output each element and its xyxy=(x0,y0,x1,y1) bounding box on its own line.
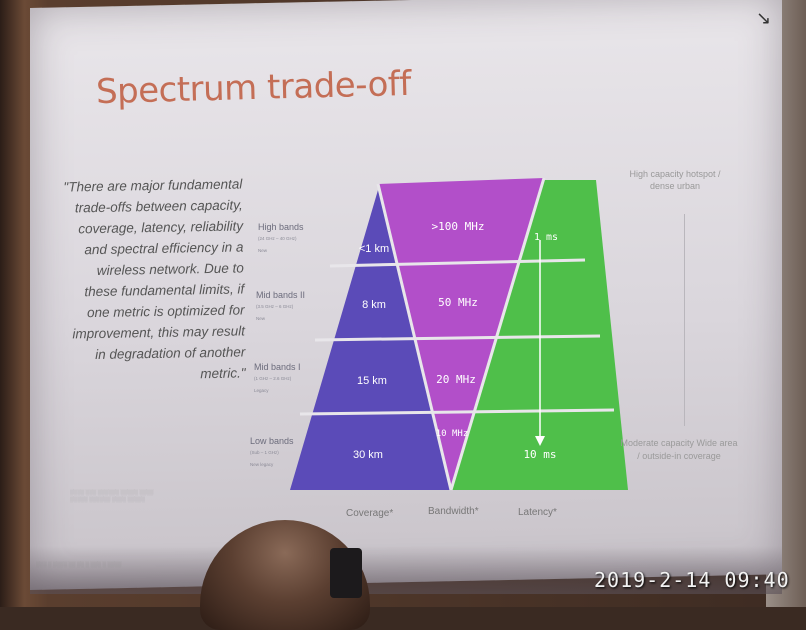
band-range: (1 GHz – 2.6 GHz) xyxy=(254,376,292,381)
bandwidth-value: >100 MHz xyxy=(432,220,485,233)
coverage-value: <1 km xyxy=(359,243,389,255)
footer-note: ░░░ ░ ░░░░ ░░ ░░ ░ ░░░ ░ ░░░░ xyxy=(36,562,122,568)
band-tag: New xyxy=(256,316,266,321)
band-label-mid2: Mid bands II (3.5 GHz – 6 GHz) New xyxy=(256,290,305,324)
band-tag: New xyxy=(258,248,268,253)
bandwidth-value: 50 MHz xyxy=(438,296,478,309)
bandwidth-region xyxy=(378,178,544,490)
bandwidth-value: 20 MHz xyxy=(436,373,476,386)
band-name: Mid bands II xyxy=(256,290,306,300)
band-name: Mid bands I xyxy=(254,362,301,372)
latency-arrowhead xyxy=(535,436,545,446)
band-range: (3.5 GHz – 6 GHz) xyxy=(256,304,294,309)
capacity-axis-line xyxy=(684,214,685,426)
band-divider xyxy=(299,408,615,416)
band-label-mid1: Mid bands I (1 GHz – 2.6 GHz) Legacy xyxy=(254,362,301,396)
band-name: Low bands xyxy=(250,436,294,446)
column-label-latency: Latency* xyxy=(518,507,557,518)
coverage-value: 8 km xyxy=(362,299,386,311)
column-label-coverage: Coverage* xyxy=(346,508,394,519)
band-name: High bands xyxy=(258,222,304,232)
source-note: ░░░░ ░░░ ░░░░░░ ░░░░░ ░░░░░░░░░ ░░░░░░ ░… xyxy=(70,490,154,503)
band-tag: Legacy xyxy=(254,388,269,393)
audience-phone xyxy=(330,548,362,598)
band-tag: New legacy xyxy=(250,462,274,467)
column-divider xyxy=(449,177,546,491)
side-note-high-capacity: High capacity hotspot / dense urban xyxy=(629,169,721,191)
band-divider xyxy=(314,334,601,342)
band-label-high: High bands (24 GHz – 40 GHz) New xyxy=(258,222,304,256)
band-range: (Sub – 1 GHz) xyxy=(250,450,279,455)
side-note-moderate-capacity: Moderate capacity Wide area / outside-in… xyxy=(620,438,738,461)
latency-value: 1 ms xyxy=(534,232,558,243)
column-divider xyxy=(376,183,453,491)
screen-shadow xyxy=(30,546,782,594)
band-divider xyxy=(329,258,586,268)
latency-value: 10 ms xyxy=(523,448,556,461)
logo-mark: ↘ xyxy=(756,8,772,28)
photo-timestamp: 2019-2-14 09:40 xyxy=(594,568,790,592)
band-label-low: Low bands (Sub – 1 GHz) New legacy xyxy=(250,436,294,470)
column-label-bandwidth: Bandwidth* xyxy=(428,506,479,517)
coverage-value: 15 km xyxy=(357,375,387,387)
coverage-value: 30 km xyxy=(353,449,383,461)
band-range: (24 GHz – 40 GHz) xyxy=(258,236,297,241)
spectrum-pyramid-diagram: <1 km 8 km 15 km 30 km >100 MHz 50 MHz 2… xyxy=(290,177,628,491)
bandwidth-value: 10 MHz xyxy=(436,429,469,439)
